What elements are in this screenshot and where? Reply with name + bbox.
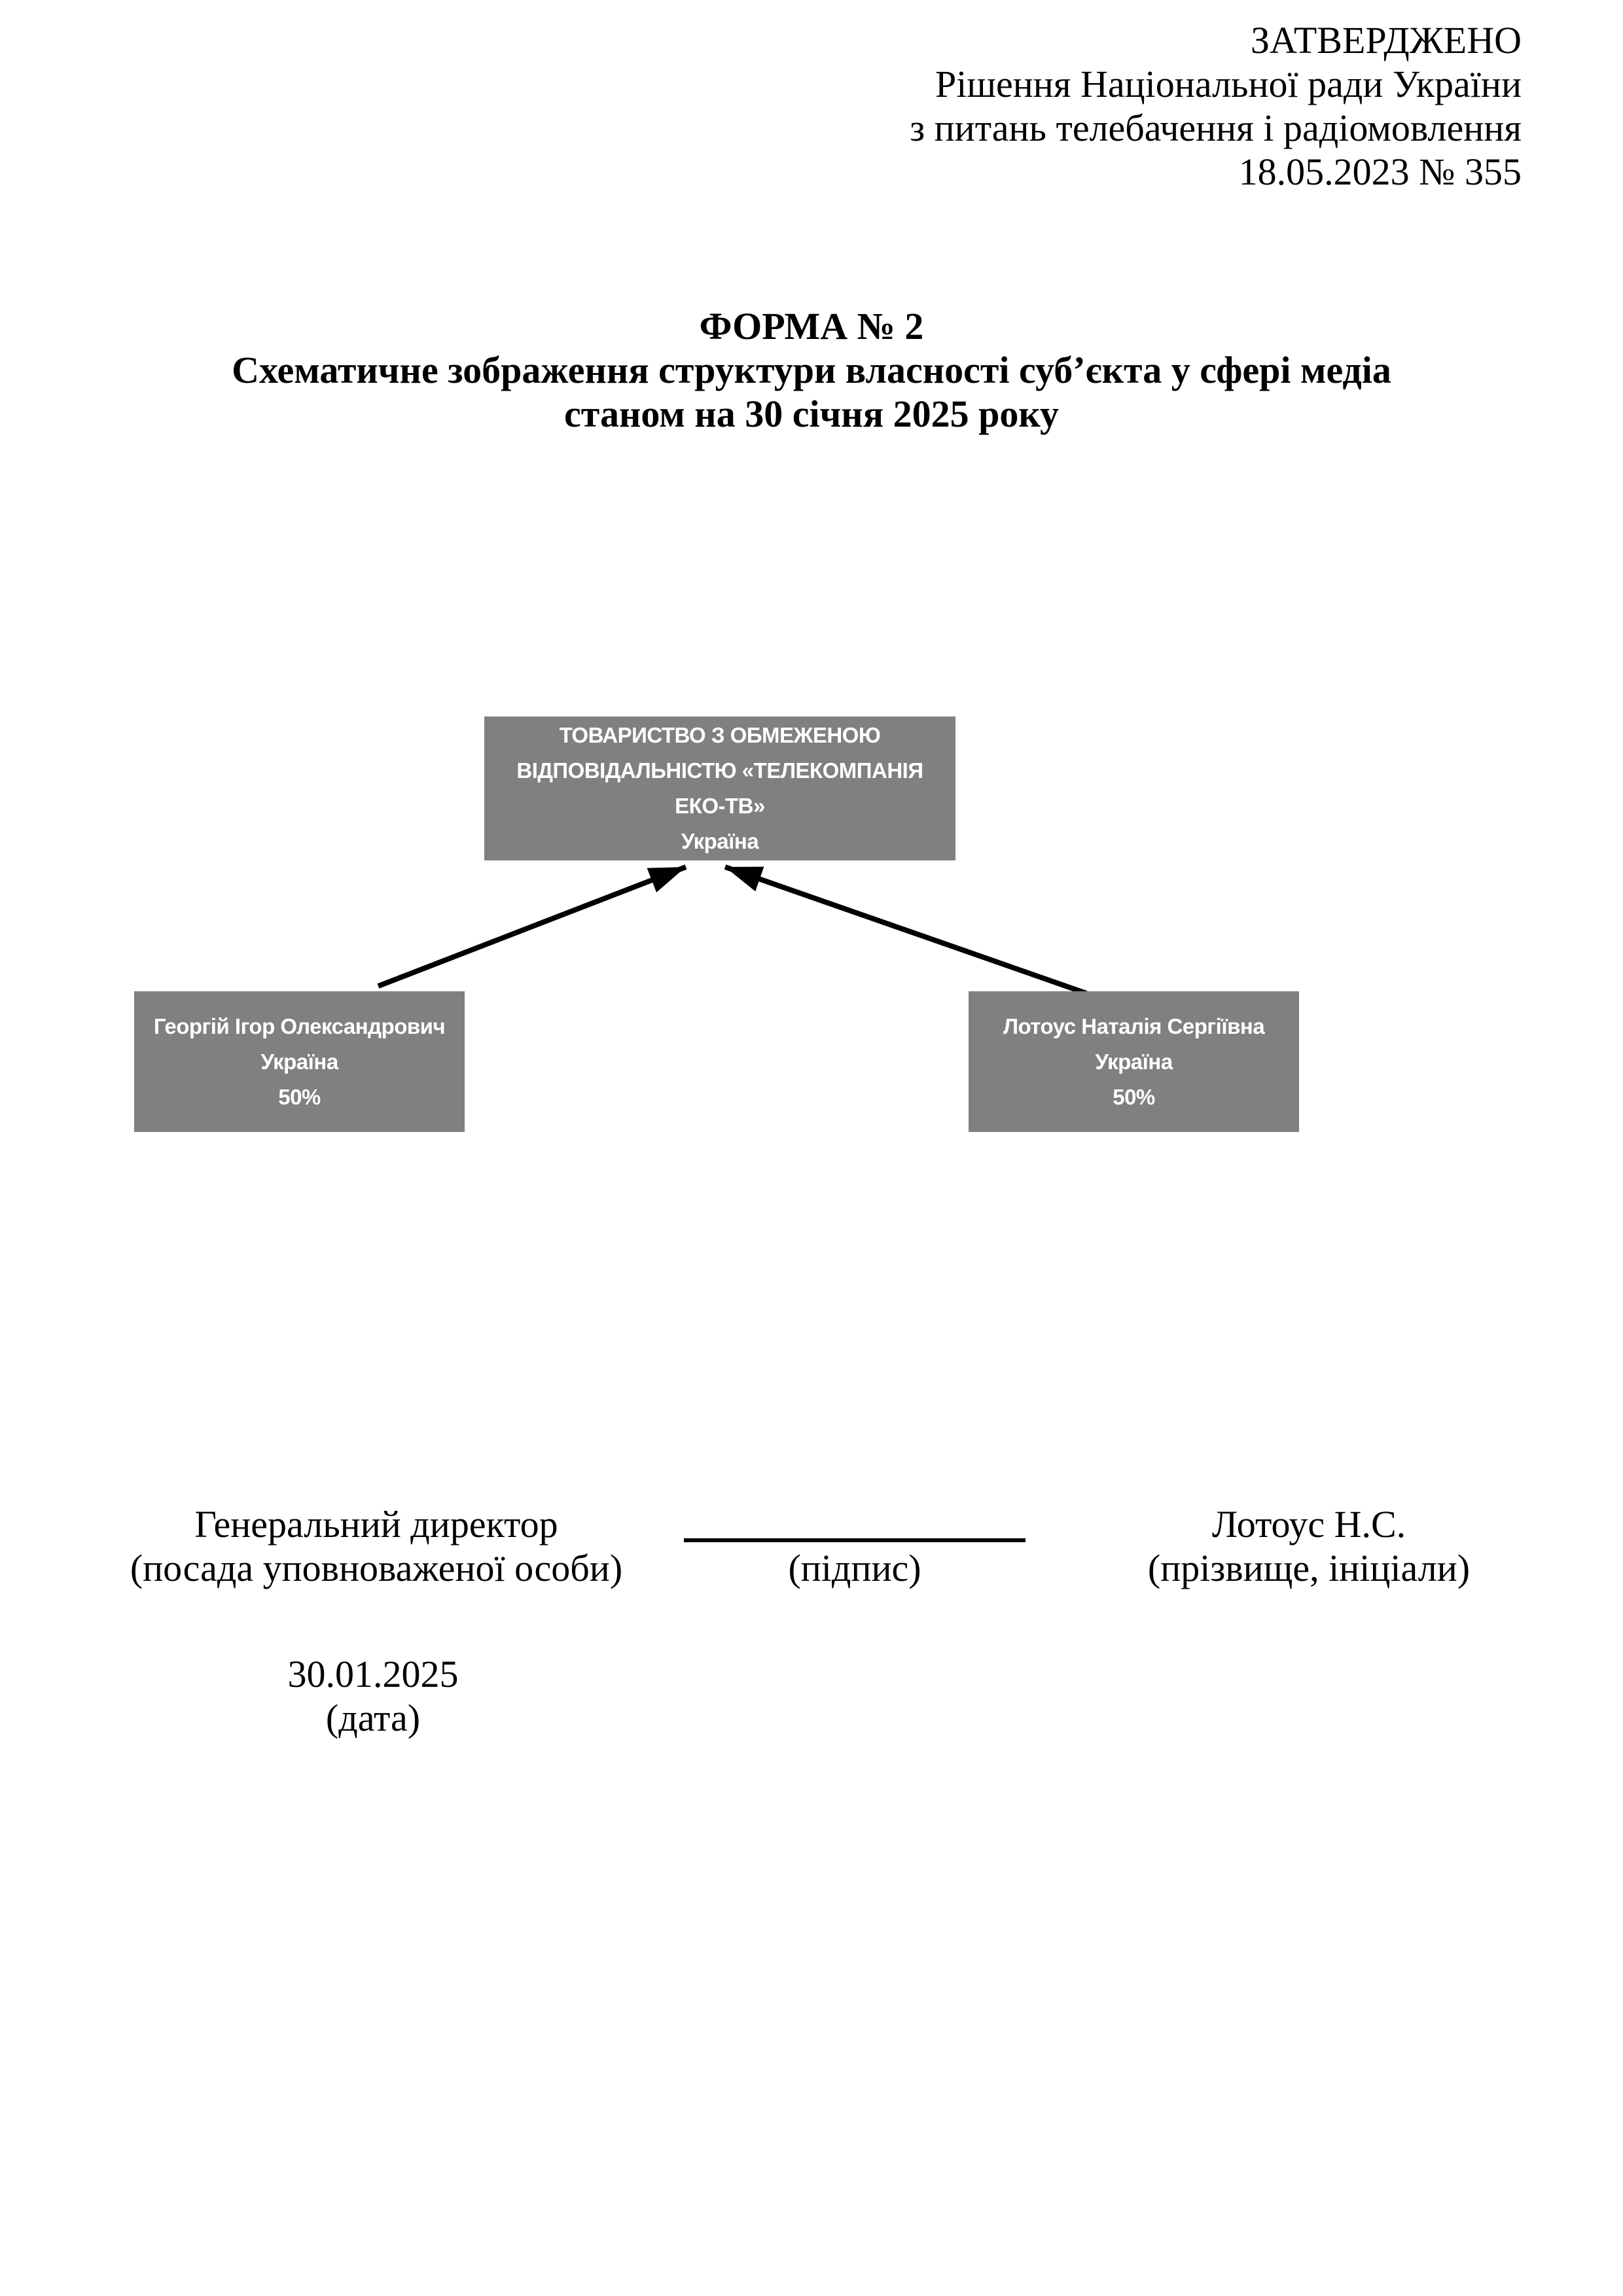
signature-caption: (підпис) xyxy=(788,1547,921,1589)
signatory-name-caption: (прізвище, ініціали) xyxy=(1147,1547,1471,1589)
owner-share: 50% xyxy=(278,1084,321,1109)
signature-line xyxy=(684,1538,1026,1542)
signatory-position-caption: (посада уповноваженої особи) xyxy=(130,1547,623,1589)
signatory-name-block: Лотоус Н.С. (прізвище, ініціали) xyxy=(1106,1502,1512,1590)
approval-decision-line: Рішення Національної ради України xyxy=(935,63,1522,105)
owner-country: Україна xyxy=(1095,1049,1173,1074)
arrow-right-owner-to-company xyxy=(724,864,1088,996)
signatory-position-block: Генеральний директор (посада уповноважен… xyxy=(128,1502,625,1590)
approval-heading: ЗАТВЕРДЖЕНО xyxy=(1250,19,1522,62)
signatory-name: Лотоус Н.С. xyxy=(1211,1503,1406,1545)
company-box: ТОВАРИСТВО З ОБМЕЖЕНОЮ ВІДПОВІДАЛЬНІСТЮ … xyxy=(484,716,955,860)
document-date-block: 30.01.2025 (дата) xyxy=(141,1652,605,1740)
owner-country: Україна xyxy=(260,1049,338,1074)
owner-box-2: Лотоус Наталія Сергіївна Україна 50% xyxy=(969,991,1299,1132)
form-title: ФОРМА № 2 Схематичне зображення структур… xyxy=(108,304,1515,436)
approval-date-number: 18.05.2023 № 355 xyxy=(1238,150,1522,193)
document-date: 30.01.2025 xyxy=(287,1653,459,1695)
owner-box-1: Георгій Ігор Олександрович Україна 50% xyxy=(134,991,465,1132)
owner-name: Лотоус Наталія Сергіївна xyxy=(1003,1014,1265,1038)
document-date-caption: (дата) xyxy=(325,1697,421,1739)
arrow-left-owner-to-company xyxy=(377,864,687,989)
owner-share: 50% xyxy=(1113,1084,1155,1109)
signatory-position: Генеральний директор xyxy=(194,1503,558,1545)
form-description-title: Схематичне зображення структури власност… xyxy=(232,349,1391,391)
approval-authority-line: з питань телебачення і радіомовлення xyxy=(910,107,1522,149)
owner-name: Георгій Ігор Олександрович xyxy=(153,1014,446,1038)
approval-block: ЗАТВЕРДЖЕНО Рішення Національної ради Ук… xyxy=(910,18,1522,194)
company-country: Україна xyxy=(681,829,759,853)
form-number-title: ФОРМА № 2 xyxy=(699,305,924,347)
company-name: ТОВАРИСТВО З ОБМЕЖЕНОЮ ВІДПОВІДАЛЬНІСТЮ … xyxy=(516,723,923,818)
form-asof-date-title: станом на 30 січня 2025 року xyxy=(564,393,1059,435)
